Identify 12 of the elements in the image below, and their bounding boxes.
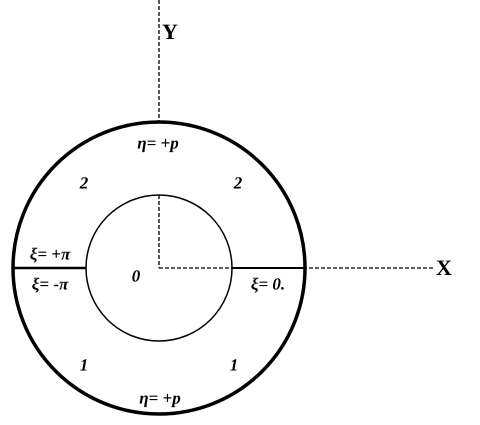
axis-label: X: [436, 257, 452, 279]
boundary-label: ξ= +π: [30, 246, 70, 262]
boundary-label: ξ= -π: [32, 276, 68, 292]
boundary-label: η= +p: [137, 134, 179, 152]
region-number: 2: [80, 174, 88, 192]
origin-label: 0: [132, 268, 140, 284]
region-number: 1: [80, 356, 88, 374]
boundary-label: η= +p: [139, 390, 181, 406]
region-number: 1: [230, 356, 238, 374]
axis-label: Y: [162, 21, 178, 43]
region-number: 2: [234, 174, 242, 192]
boundary-label: ξ= 0.: [250, 276, 286, 292]
